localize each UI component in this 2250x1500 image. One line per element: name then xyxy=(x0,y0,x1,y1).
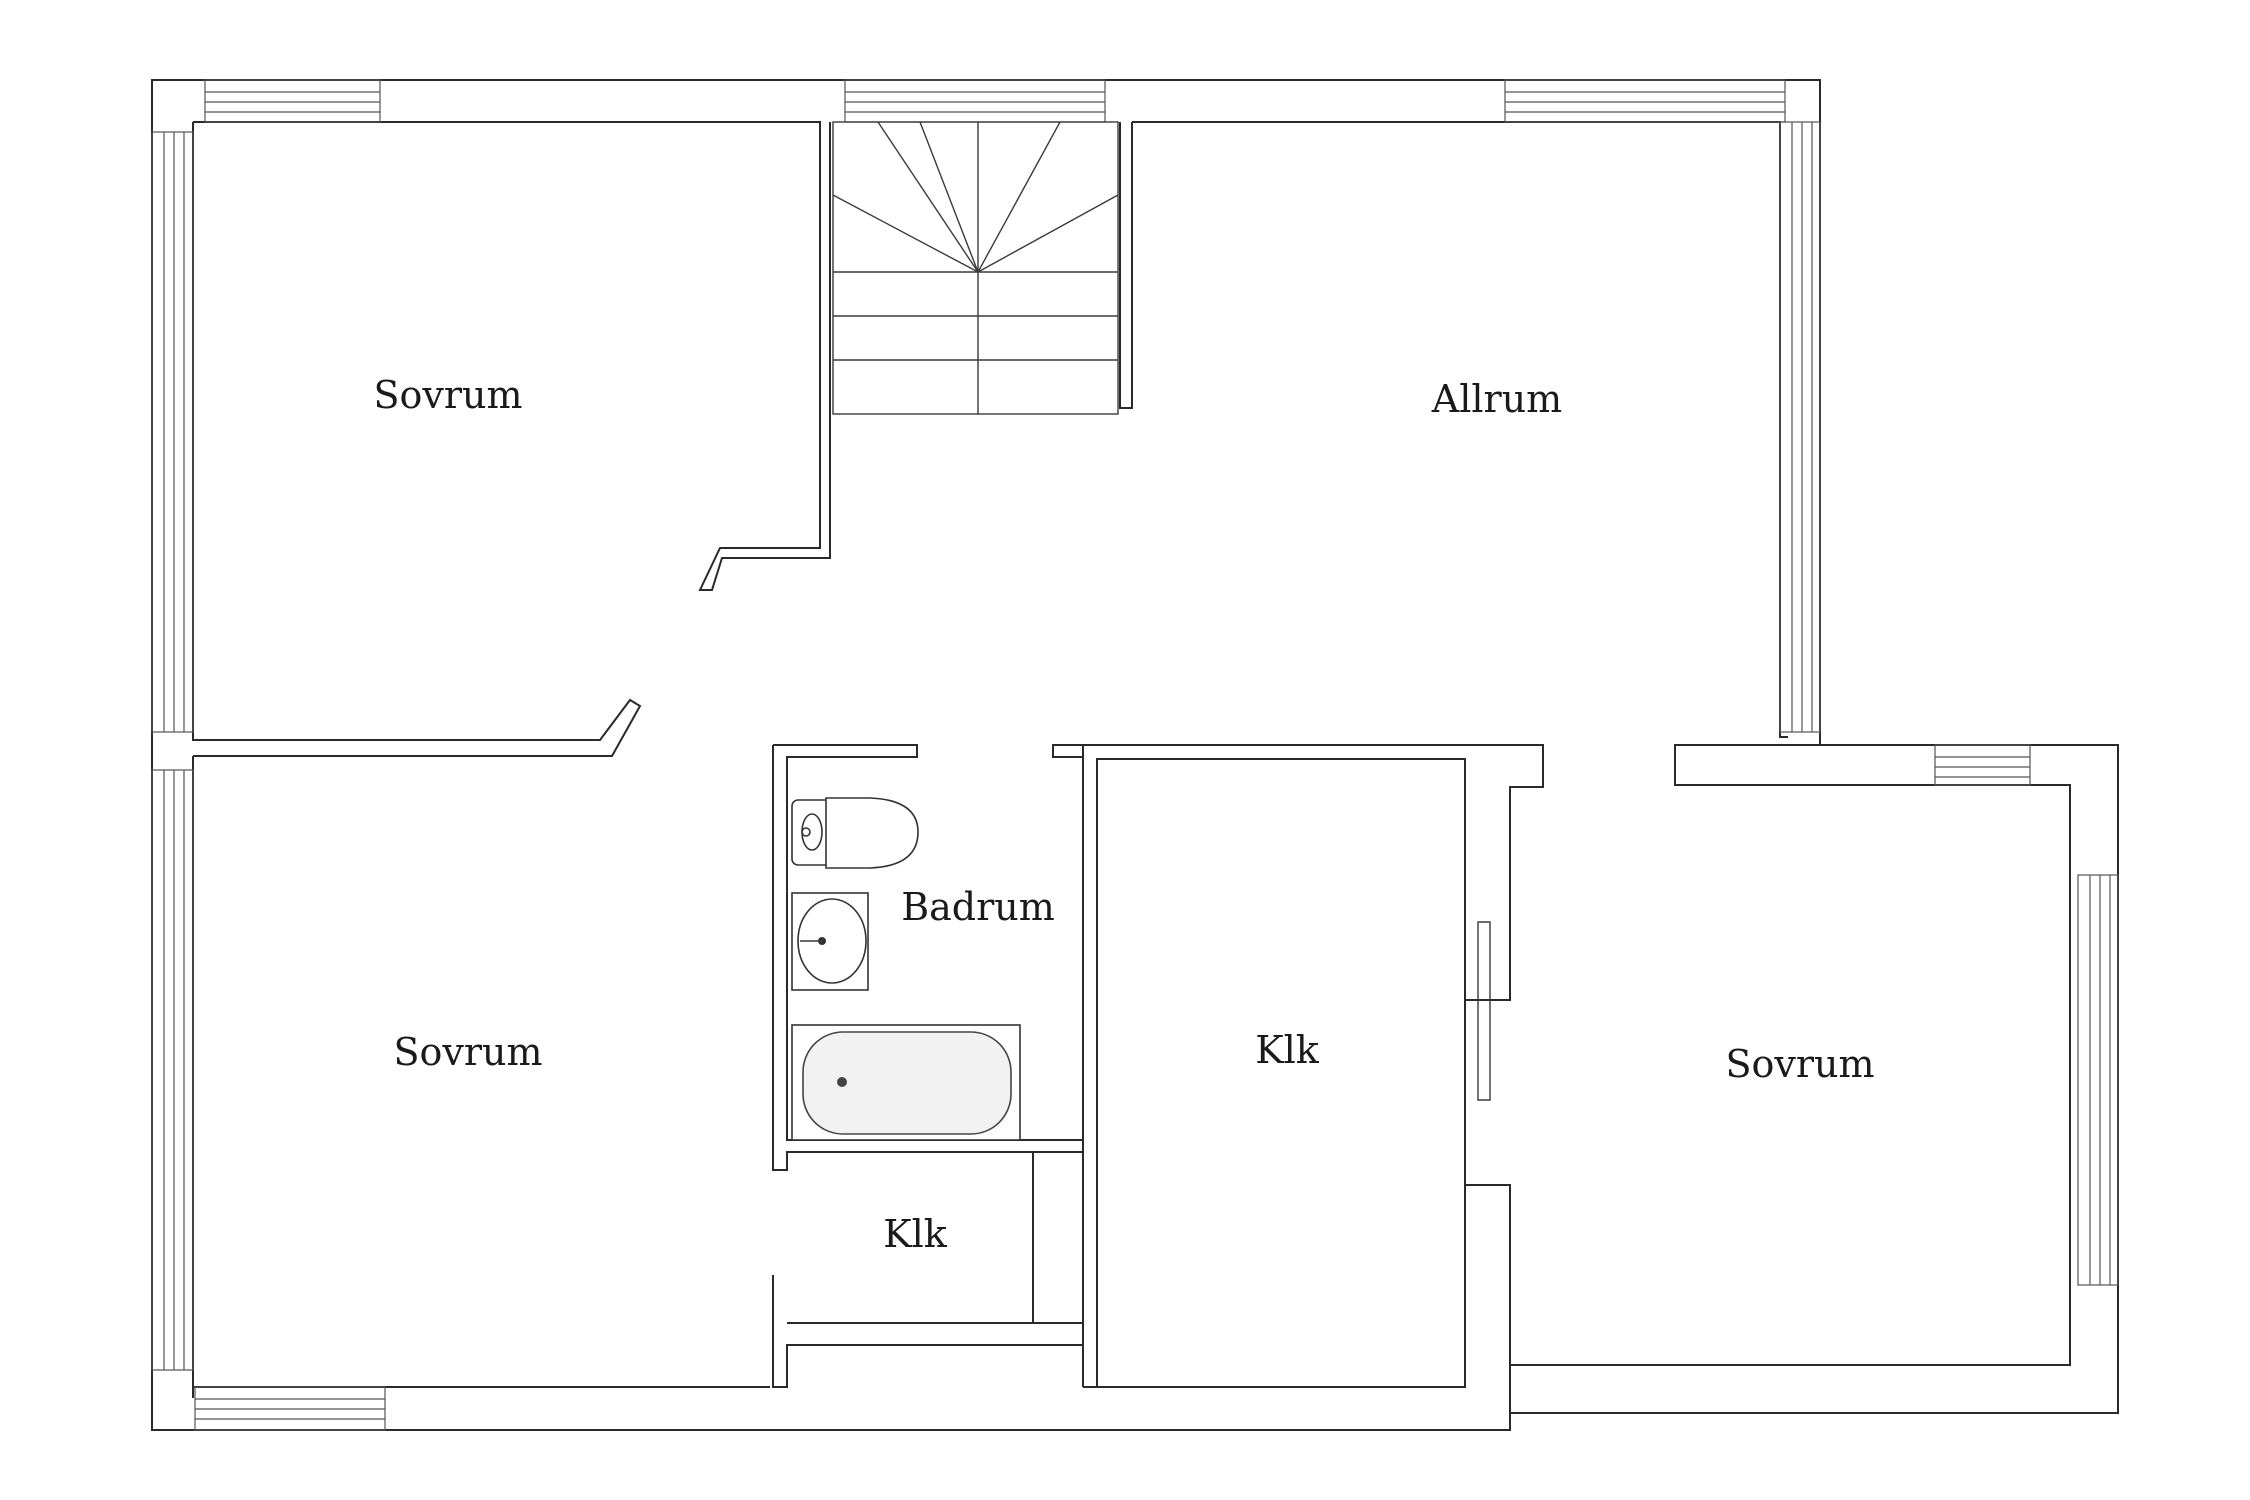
bathtub xyxy=(791,1024,1021,1141)
exterior-walls xyxy=(151,79,2119,1431)
room-label-bedroom-e: Sovrum xyxy=(1725,1042,1874,1086)
sink xyxy=(791,892,869,991)
room-label-bathroom: Badrum xyxy=(901,885,1055,929)
room-label-bedroom-sw: Sovrum xyxy=(393,1030,542,1074)
interior-walls xyxy=(772,122,2118,1388)
room-label-closet-mid: Klk xyxy=(1255,1028,1320,1072)
toilet xyxy=(791,797,919,869)
staircase xyxy=(832,121,1119,415)
windows xyxy=(151,79,2119,1431)
room-label-closet-small: Klk xyxy=(883,1212,948,1256)
room-labels: Sovrum Allrum Sovrum Badrum Klk Klk Sovr… xyxy=(373,373,1874,1256)
room-label-living: Allrum xyxy=(1431,377,1562,421)
room-label-bedroom-nw: Sovrum xyxy=(373,373,522,417)
